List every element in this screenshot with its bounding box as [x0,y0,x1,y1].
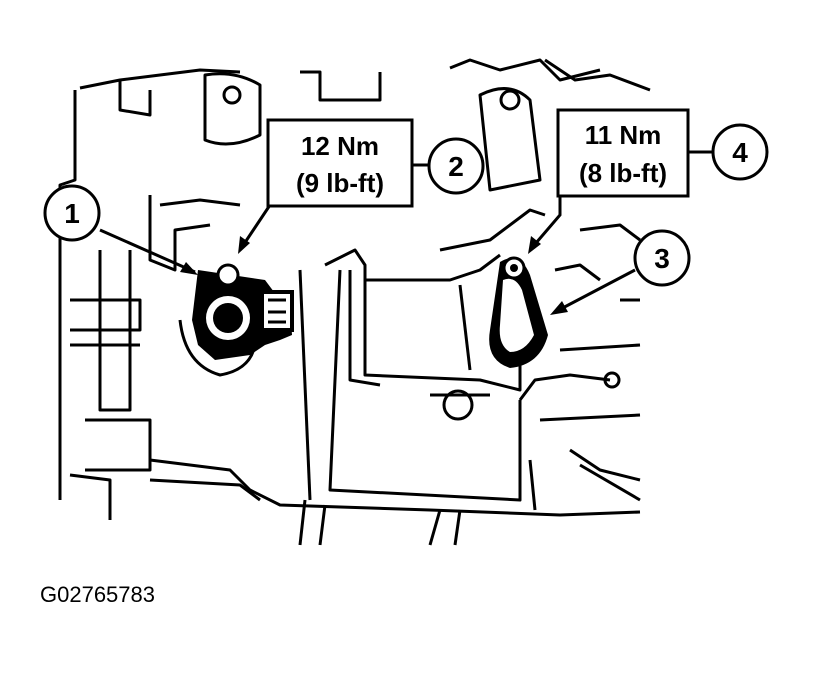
callout-1: 1 [43,184,101,242]
arrow-head-1 [180,262,198,275]
torque-box-4: 11 Nm (8 lb-ft) [556,108,690,198]
arrow-heads [180,236,568,315]
callout-1-label: 1 [64,198,80,229]
callout-3: 3 [633,229,691,287]
arrow-head-3 [550,301,568,315]
torque-box-2: 12 Nm (9 lb-ft) [266,118,414,208]
callout-2-label: 2 [448,151,464,182]
leader-4 [528,190,562,251]
leader-1 [99,228,196,274]
leader-2 [238,170,272,251]
engine-linework [58,58,651,546]
arrow-head-2 [238,236,250,254]
callout-4-label: 4 [732,137,748,168]
sensor-3-housing [489,256,548,368]
sensor-1-housing [192,263,294,360]
callout-3-label: 3 [654,243,670,274]
torque-2-line1: 12 Nm [301,131,379,161]
torque-2-line2: (9 lb-ft) [296,168,384,198]
callout-2: 2 [427,137,485,195]
figure-id: G02765783 [40,582,155,607]
callout-4: 4 [711,123,769,181]
torque-4-line1: 11 Nm [585,120,662,150]
torque-4-line2: (8 lb-ft) [579,158,667,188]
arrow-head-4 [528,236,541,254]
leader-3 [554,268,636,314]
